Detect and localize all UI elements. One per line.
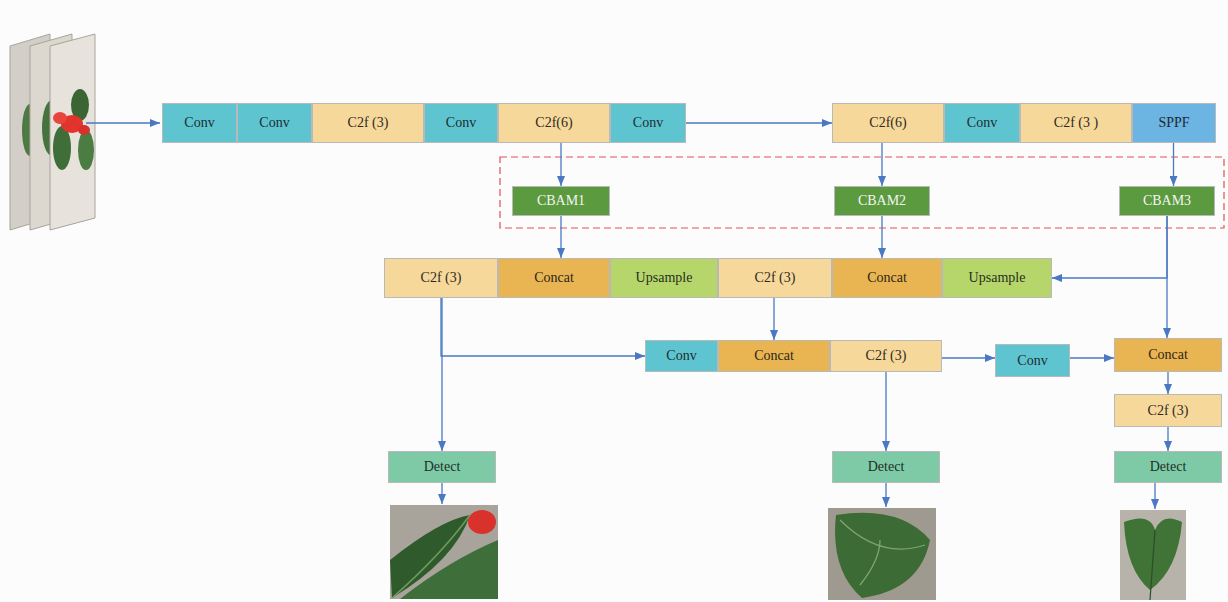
block-label: Conv bbox=[967, 115, 997, 131]
detect-head: Detect bbox=[1114, 451, 1222, 483]
block-label: Upsample bbox=[969, 270, 1026, 286]
block-label: CBAM1 bbox=[537, 193, 585, 209]
output-arrow bbox=[1154, 483, 1155, 509]
block-label: C2f (3) bbox=[348, 115, 389, 131]
block-label: Detect bbox=[1150, 459, 1187, 475]
arrow-connector bbox=[942, 357, 995, 358]
block-label: Detect bbox=[868, 459, 905, 475]
arrow-connector bbox=[560, 143, 561, 186]
block-label: Upsample bbox=[636, 270, 693, 286]
cbam-region bbox=[500, 157, 1224, 228]
arrow-connector bbox=[1167, 427, 1168, 451]
block-label: Conv bbox=[1017, 353, 1047, 369]
block-label: Conv bbox=[633, 115, 663, 131]
output-arrow bbox=[885, 483, 886, 507]
upsample-block: Upsample bbox=[942, 258, 1052, 298]
sppf-block: SPPF bbox=[1132, 103, 1216, 143]
block-label: Concat bbox=[534, 270, 574, 286]
detection-image bbox=[1120, 510, 1186, 600]
detection-image bbox=[828, 508, 936, 600]
c2f-block: C2f(6) bbox=[832, 103, 944, 143]
concat-block: Concat bbox=[718, 340, 830, 372]
block-label: C2f (3) bbox=[1148, 403, 1189, 419]
block-label: C2f(6) bbox=[869, 115, 906, 131]
block-label: Conv bbox=[184, 115, 214, 131]
cbam-module: CBAM3 bbox=[1119, 186, 1215, 216]
conv-block: Conv bbox=[944, 103, 1020, 143]
block-label: Detect bbox=[424, 459, 461, 475]
conv-block: Conv bbox=[424, 103, 498, 143]
input-arrow bbox=[86, 122, 160, 123]
c2f-block: C2f (3) bbox=[312, 103, 424, 143]
c2f-block: C2f (3) bbox=[384, 258, 498, 298]
arrow-connector bbox=[1052, 216, 1167, 278]
block-label: Conv bbox=[446, 115, 476, 131]
arrow-connector bbox=[441, 298, 645, 356]
concat-block: Concat bbox=[1114, 338, 1222, 372]
arrow-connector bbox=[881, 216, 882, 258]
detect-head: Detect bbox=[832, 451, 940, 483]
c2f-block: C2f (3) bbox=[718, 258, 832, 298]
block-label: C2f (3) bbox=[866, 348, 907, 364]
arrow-connector bbox=[881, 143, 882, 186]
concat-block: Concat bbox=[832, 258, 942, 298]
c2f-block: C2f (3) bbox=[830, 340, 942, 372]
c2f-block: C2f(6) bbox=[498, 103, 610, 143]
conv-block: Conv bbox=[995, 344, 1070, 377]
conv-block: Conv bbox=[162, 103, 237, 143]
arrow-connector bbox=[1166, 216, 1167, 338]
block-label: Concat bbox=[1148, 347, 1188, 363]
upsample-block: Upsample bbox=[610, 258, 718, 298]
concat-block: Concat bbox=[498, 258, 610, 298]
input-image-stack bbox=[10, 34, 95, 230]
block-label: Conv bbox=[259, 115, 289, 131]
conv-block: Conv bbox=[610, 103, 686, 143]
conv-block: Conv bbox=[645, 340, 718, 372]
arrow-connector bbox=[1173, 143, 1174, 186]
block-label: SPPF bbox=[1158, 115, 1189, 131]
c2f-block: C2f (3) bbox=[1114, 394, 1222, 427]
block-label: C2f (3) bbox=[421, 270, 462, 286]
block-label: C2f(6) bbox=[535, 115, 572, 131]
detect-head: Detect bbox=[388, 451, 496, 483]
c2f-block: C2f (3 ) bbox=[1020, 103, 1132, 143]
arrow-connector bbox=[686, 122, 832, 123]
arrow-connector bbox=[1167, 372, 1168, 394]
block-label: C2f (3 ) bbox=[1054, 115, 1098, 131]
arrow-connector bbox=[560, 216, 561, 258]
output-arrow bbox=[441, 483, 442, 504]
detection-image bbox=[390, 505, 498, 599]
block-label: CBAM3 bbox=[1143, 193, 1191, 209]
conv-block: Conv bbox=[237, 103, 312, 143]
block-label: Conv bbox=[666, 348, 696, 364]
block-label: C2f (3) bbox=[755, 270, 796, 286]
arrow-connector bbox=[773, 298, 774, 340]
cbam-module: CBAM2 bbox=[834, 186, 930, 216]
block-label: Concat bbox=[867, 270, 907, 286]
block-label: Concat bbox=[754, 348, 794, 364]
cbam-module: CBAM1 bbox=[512, 186, 610, 216]
arrow-connector bbox=[1070, 357, 1114, 358]
arrow-connector bbox=[885, 372, 886, 451]
block-label: CBAM2 bbox=[858, 193, 906, 209]
